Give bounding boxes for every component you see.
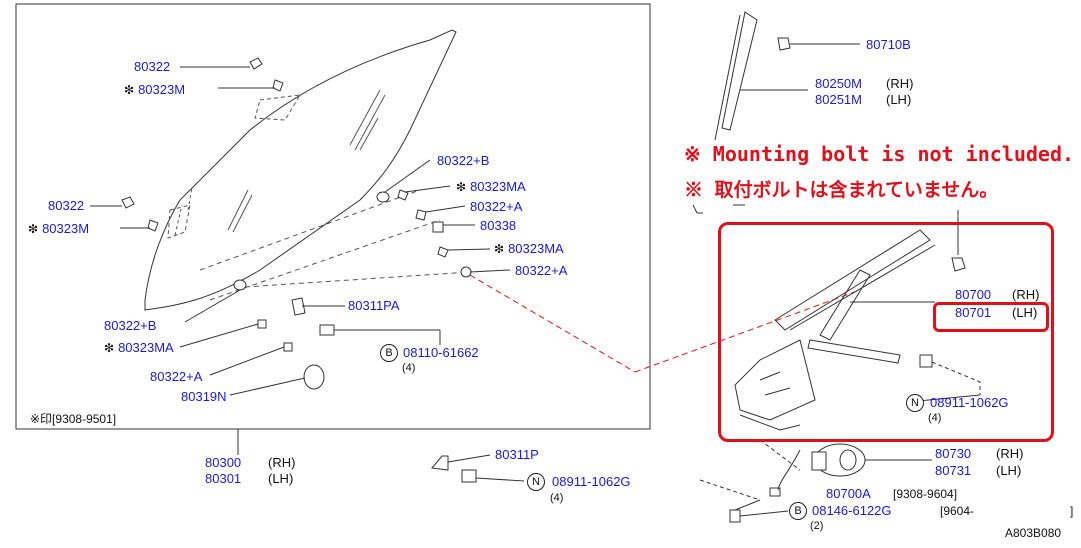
nut-badge-n: N: [527, 473, 545, 491]
side-rh: (RH): [886, 76, 914, 91]
glass-panel-frame: [15, 3, 651, 430]
side-lh: (LH): [1012, 305, 1038, 320]
star-mark-icon: ❇: [494, 242, 505, 256]
date-range: [9604-: [940, 504, 975, 518]
callout-80322-b[interactable]: 80322+B: [104, 318, 157, 333]
part-80730[interactable]: 80730: [935, 446, 972, 461]
figure-code: A803B080: [1005, 526, 1062, 540]
side-rh: (RH): [268, 455, 296, 470]
callout-80323ma[interactable]: ❇80323MA: [104, 340, 174, 356]
star-mark-icon: ❇: [456, 180, 467, 194]
callout-80311pa[interactable]: 80311PA: [348, 298, 400, 313]
part-08911-1062g[interactable]: 08911-1062G: [552, 474, 631, 489]
callout-80319n[interactable]: 80319N: [181, 389, 227, 404]
star-mark-icon: ❇: [124, 83, 135, 97]
callout-80322-a[interactable]: 80322+A: [470, 199, 523, 214]
callout-80323ma[interactable]: ❇80323MA: [494, 241, 564, 257]
part-80700a[interactable]: 80700A: [826, 486, 871, 501]
callout-80322[interactable]: 80322: [48, 198, 85, 213]
part-08146-6122g[interactable]: 08146-6122G: [812, 503, 892, 518]
quantity-label: (4): [402, 362, 416, 374]
callout-80323m[interactable]: ❇80323M: [124, 82, 186, 98]
callout-80322[interactable]: 80322: [134, 59, 171, 74]
glass-panel-footnote: ※印[9308-9501]: [30, 412, 117, 426]
callout-80322-b[interactable]: 80322+B: [437, 153, 490, 168]
quantity-label: (4): [928, 412, 942, 424]
date-range: [9308-9604]: [893, 487, 958, 501]
bolt-badge-b: B: [789, 502, 807, 520]
star-mark-icon: ❇: [28, 222, 39, 236]
part-80700[interactable]: 80700: [955, 287, 992, 302]
part-80300[interactable]: 80300: [205, 455, 242, 470]
callout-80322-a[interactable]: 80322+A: [150, 369, 203, 384]
bolt-badge-b: B: [380, 344, 398, 362]
side-rh: (RH): [996, 446, 1024, 461]
part-80701-highlight-box: [933, 302, 1049, 332]
regulator-highlight-box: [718, 222, 1054, 442]
part-08911-1062g[interactable]: 08911-1062G: [930, 395, 1009, 410]
callout-80322-a[interactable]: 80322+A: [515, 263, 568, 278]
part-80701[interactable]: 80701: [955, 305, 992, 320]
quantity-label: (4): [550, 492, 564, 504]
callout-80323m[interactable]: ❇80323M: [28, 221, 90, 237]
door-glass-outline: [144, 29, 457, 311]
side-lh: (LH): [996, 463, 1022, 478]
nut-badge-n: N: [906, 394, 924, 412]
quantity-label: (2): [810, 520, 824, 532]
date-range-end: ]: [1070, 504, 1074, 518]
part-80311p[interactable]: 80311P: [495, 447, 539, 462]
part-80710b[interactable]: 80710B: [866, 37, 911, 52]
side-lh: (LH): [886, 92, 912, 107]
callout-80323ma[interactable]: ❇80323MA: [456, 179, 526, 195]
side-rh: (RH): [1012, 287, 1040, 302]
star-mark-icon: ❇: [104, 341, 115, 355]
part-80301[interactable]: 80301: [205, 471, 242, 486]
note-japanese: ※ 取付ボルトは含まれていません。: [684, 179, 999, 201]
callout-80338[interactable]: 80338: [480, 218, 517, 233]
side-lh: (LH): [268, 471, 294, 486]
part-80250m[interactable]: 80250M: [815, 76, 862, 91]
note-english: ※ Mounting bolt is not included.: [684, 142, 1075, 166]
part-80731[interactable]: 80731: [935, 463, 972, 478]
callout-08110-61662[interactable]: 08110-61662: [403, 345, 479, 360]
part-80251m[interactable]: 80251M: [815, 92, 862, 107]
